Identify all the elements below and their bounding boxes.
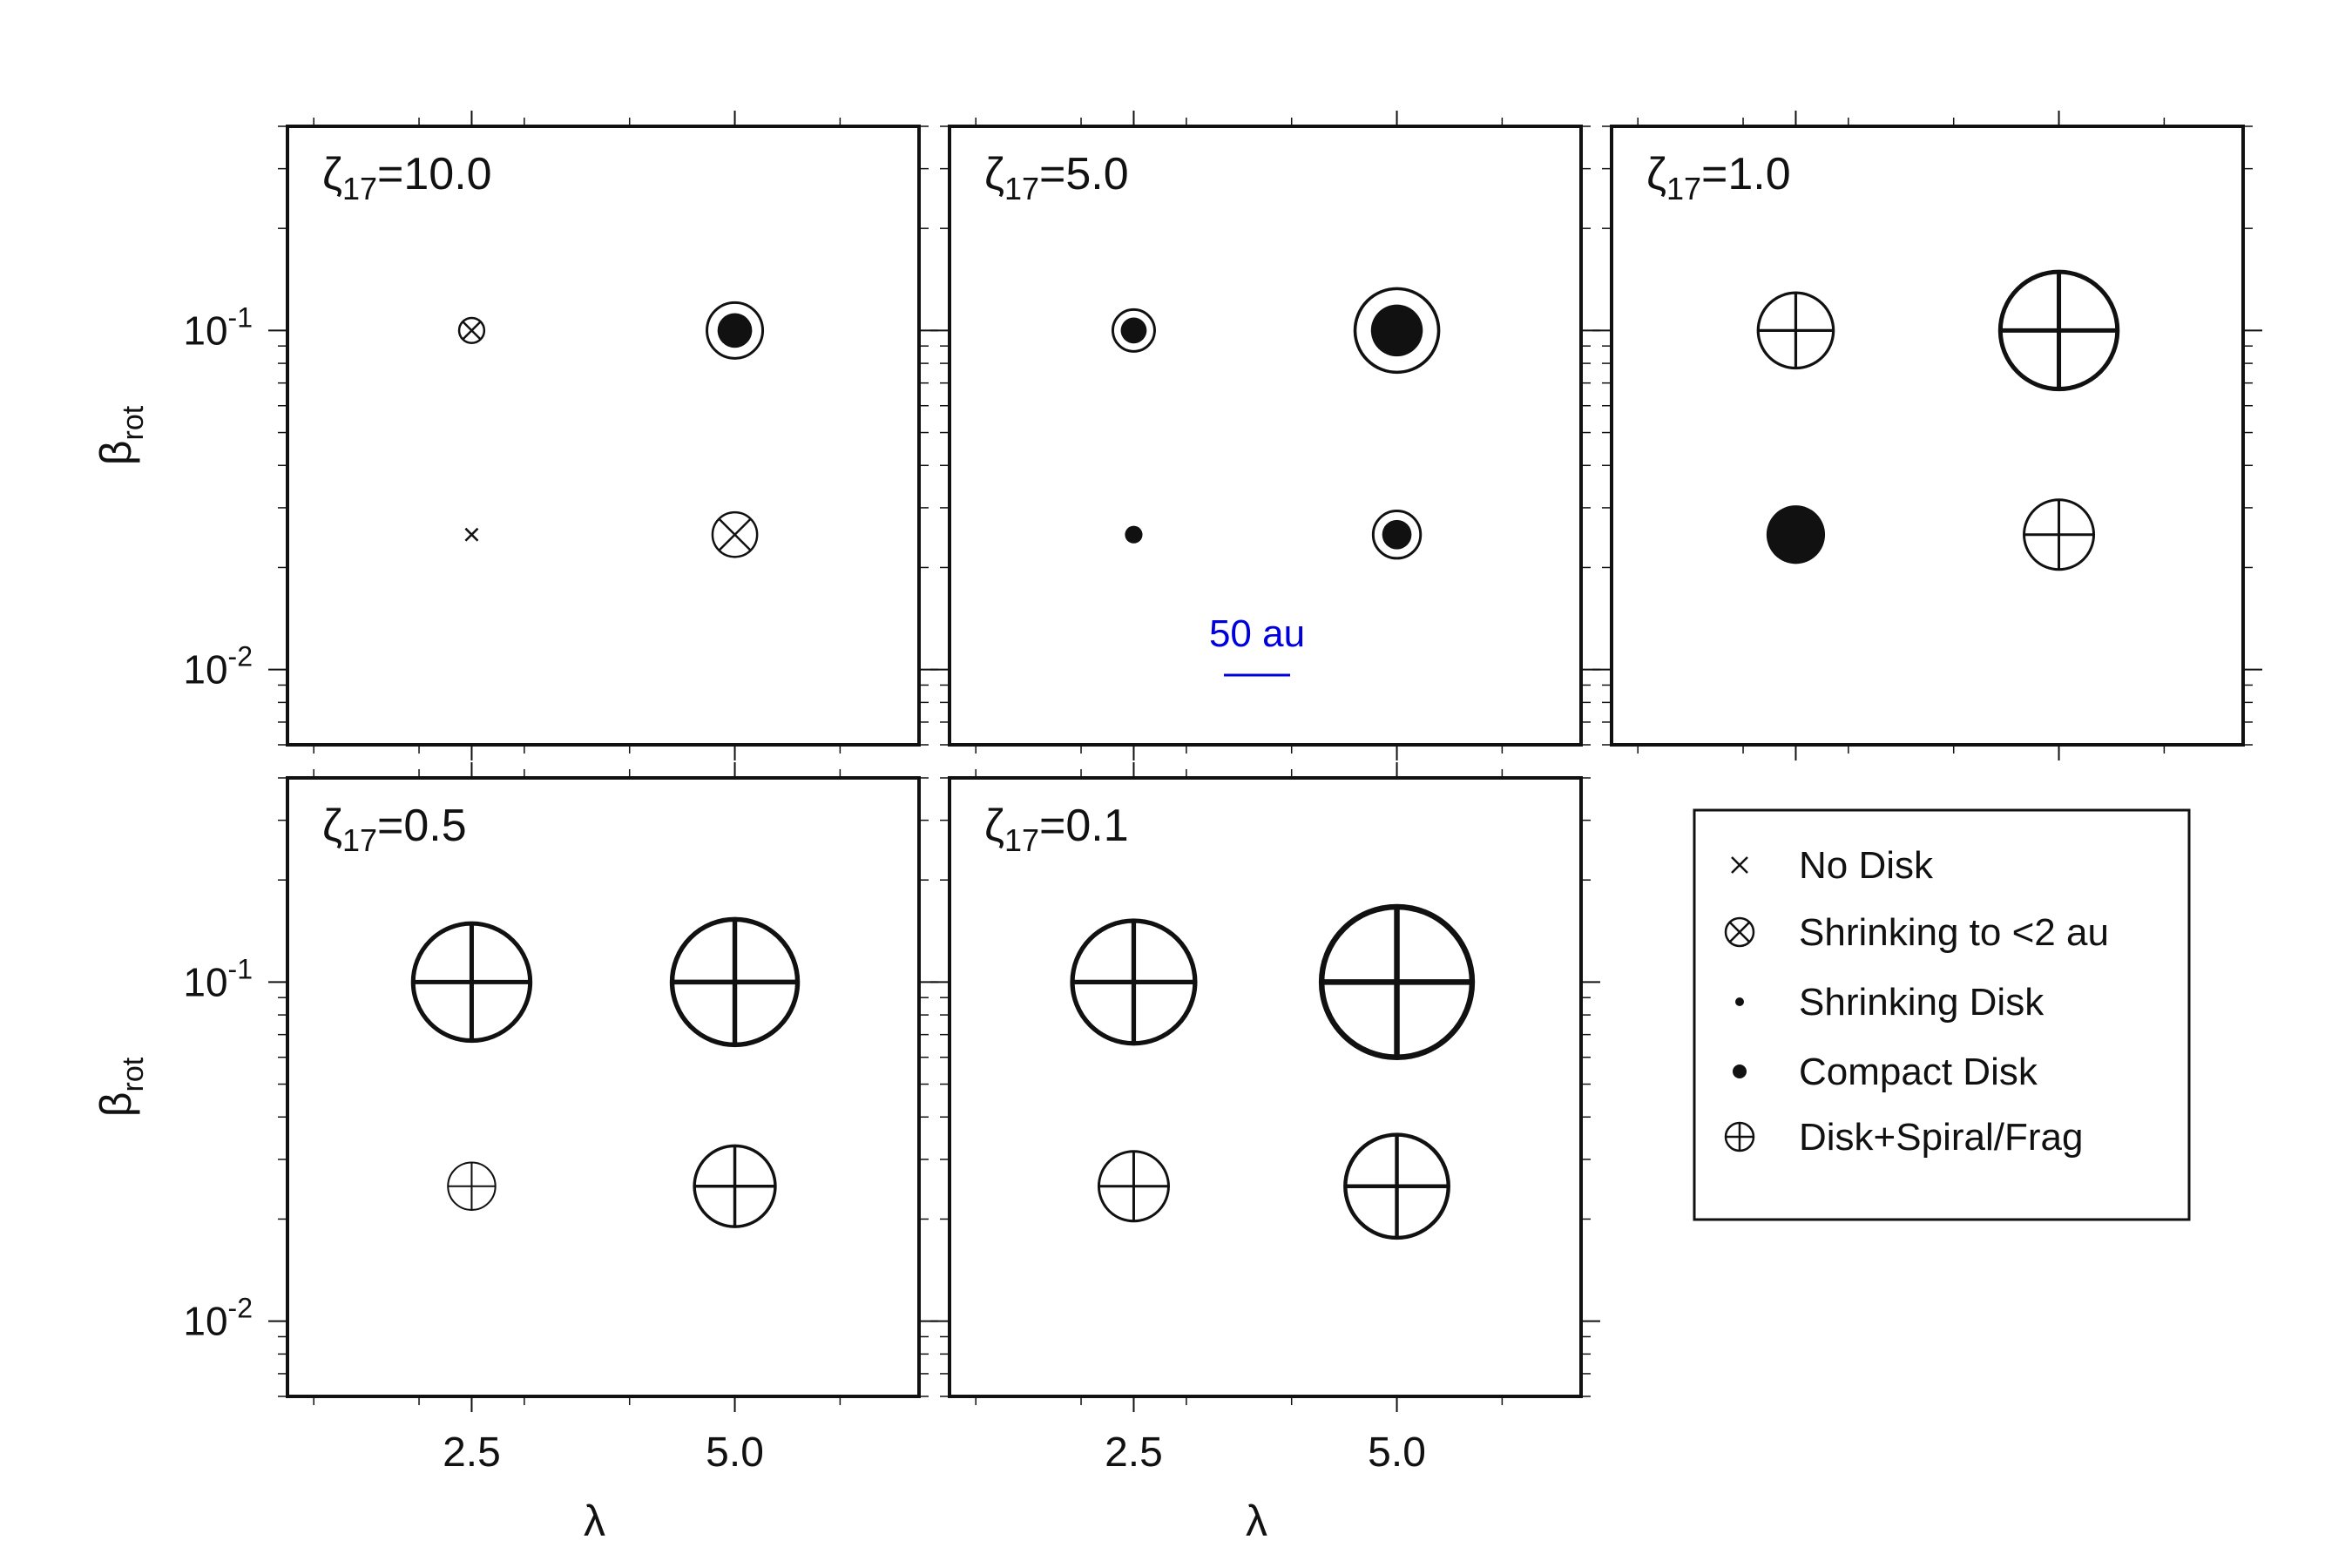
panel-frame — [948, 776, 1583, 1398]
data-point-shrink2-x — [719, 518, 751, 551]
legend-label: Disk+Spiral/Frag — [1799, 1116, 2083, 1159]
data-point-compact_ring — [1353, 287, 1441, 375]
x-tick-label: 2.5 — [443, 1429, 501, 1476]
y-axis-label: βrot — [91, 1057, 150, 1117]
data-point-spiral-cross — [1072, 920, 1195, 1044]
data-point-shrink2-x — [462, 321, 482, 341]
x-axis-label: λ — [1246, 1497, 1267, 1545]
panel-frame — [948, 125, 1583, 747]
x-axis-label: λ — [584, 1497, 605, 1545]
panel-1: 10-1 10-2 βrot ζ17=10.0 — [91, 111, 938, 760]
y-tick-label: 10-1 — [183, 953, 253, 1004]
data-point-compact_ring — [706, 301, 765, 360]
data-point-spiral-cross — [448, 1162, 496, 1210]
legend-symbol-compact — [1733, 1064, 1747, 1078]
data-point-shrink2 — [711, 510, 759, 558]
legend-symbol-shrink2 — [1724, 916, 1755, 948]
panel-frame — [286, 125, 921, 747]
data-point-spiral-cross — [2024, 499, 2094, 570]
data-point-compact_ring — [1371, 510, 1423, 560]
x-tick-label: 5.0 — [706, 1429, 764, 1476]
data-point-compact_ring — [1111, 308, 1156, 353]
data-point-shrinking — [1125, 525, 1143, 544]
legend-symbol-spiral-cross — [1726, 1123, 1754, 1151]
y-axis-label: βrot — [91, 405, 150, 465]
legend-label: No Disk — [1799, 844, 1934, 887]
legend-label: Compact Disk — [1799, 1051, 2038, 1093]
panel-label: ζ17=10.0 — [322, 149, 492, 206]
panel-2: ζ17=5.0 50 au — [930, 111, 1600, 760]
data-point-compact_ring-dot — [717, 313, 753, 348]
y-tick-label: 10-1 — [183, 301, 253, 353]
data-point-nodisk — [464, 527, 479, 542]
data-point-compact_ring-dot — [1370, 304, 1423, 357]
legend-box — [1693, 808, 2191, 1221]
panel-label: ζ17=0.5 — [322, 801, 467, 858]
x-tick-label: 5.0 — [1368, 1429, 1426, 1476]
data-point-compact — [1766, 505, 1826, 564]
panel-5: 2.5 5.0 λ ζ17=0.1 — [930, 762, 1600, 1545]
legend-symbol-shrink2-x — [1729, 922, 1750, 943]
data-point-spiral-cross — [694, 1146, 775, 1227]
data-point-spiral-cross — [1098, 1151, 1169, 1221]
panel-label: ζ17=5.0 — [984, 149, 1129, 206]
y-tick-label: 10-2 — [183, 641, 253, 693]
data-point-shrink2 — [457, 316, 486, 345]
legend-symbol-nodisk — [1731, 856, 1748, 874]
data-point-spiral-cross — [1321, 906, 1472, 1058]
x-tick-label: 2.5 — [1105, 1429, 1163, 1476]
data-point-spiral-cross — [2000, 272, 2118, 389]
panel-frame — [286, 776, 921, 1398]
y-tick-label: 10-2 — [183, 1293, 253, 1344]
panel-label: ζ17=0.1 — [984, 801, 1129, 858]
data-point-spiral-cross — [1758, 293, 1834, 368]
scale-bar-label: 50 au — [1209, 612, 1305, 655]
data-point-spiral-cross — [672, 919, 798, 1045]
panel-4: 10-1 10-2 βrot 2.5 5.0 λ ζ17=0.5 — [91, 762, 938, 1545]
data-point-compact_ring-dot — [1382, 519, 1412, 550]
legend-label: Shrinking to <2 au — [1799, 911, 2109, 954]
legend-label: Shrinking Disk — [1799, 981, 2044, 1024]
data-point-spiral-cross — [1345, 1134, 1449, 1238]
data-point-compact_ring-dot — [1120, 317, 1147, 344]
panel-label: ζ17=1.0 — [1646, 149, 1791, 206]
panel-frame — [1610, 125, 2245, 747]
panel-3: ζ17=1.0 — [1592, 111, 2262, 760]
data-point-spiral-cross — [413, 923, 531, 1041]
legend-symbol-shrinking — [1735, 997, 1744, 1006]
